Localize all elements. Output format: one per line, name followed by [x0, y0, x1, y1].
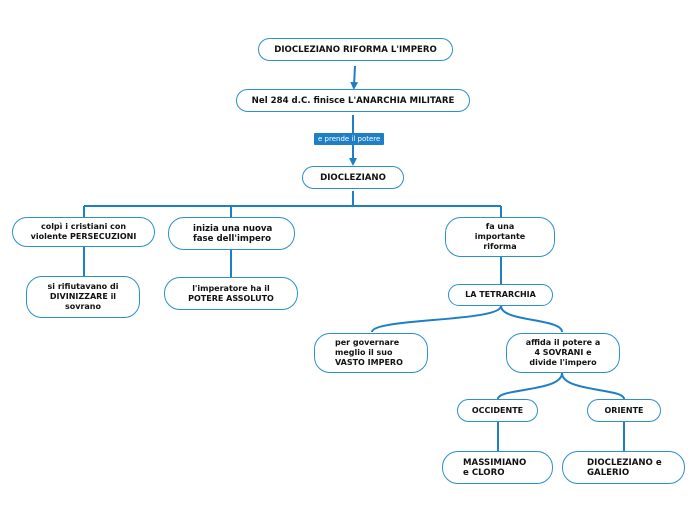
node-governare[interactable]: per governare meglio il suo VASTO IMPERO — [314, 333, 428, 373]
link-label-prende-potere: e prende il potere — [314, 133, 385, 145]
node-affida[interactable]: affida il potere a 4 SOVRANI e divide l'… — [506, 333, 620, 373]
node-anarchia[interactable]: Nel 284 d.C. finisce L'ANARCHIA MILITARE — [236, 89, 470, 112]
node-diocleziano[interactable]: DIOCLEZIANO — [302, 166, 404, 189]
edge-diocleziano-branches — [83, 191, 502, 217]
node-nuova-fase[interactable]: inizia una nuova fase dell'impero — [168, 217, 295, 250]
edge-tetrarchia-split — [371, 305, 563, 333]
node-tetrarchia[interactable]: LA TETRARCHIA — [448, 284, 553, 306]
edge-title-anarchia — [350, 65, 359, 90]
node-oriente[interactable]: ORIENTE — [587, 399, 661, 422]
node-occidente[interactable]: OCCIDENTE — [457, 399, 538, 422]
node-riforma[interactable]: fa una importante riforma — [445, 217, 555, 257]
node-persecuzioni[interactable]: colpì i cristiani con violente PERSECUZI… — [12, 217, 155, 247]
node-imperatore[interactable]: l'imperatore ha il POTERE ASSOLUTO — [164, 277, 298, 310]
edge-affida-split — [497, 372, 625, 400]
node-diocleziano-galerio[interactable]: DIOCLEZIANO e GALERIO — [562, 451, 685, 484]
node-divinizzare[interactable]: si rifiutavano di DIVINIZZARE il sovrano — [26, 276, 140, 318]
node-title[interactable]: DIOCLEZIANO RIFORMA L'IMPERO — [258, 38, 453, 61]
node-massimiano[interactable]: MASSIMIANO e CLORO — [442, 451, 553, 484]
